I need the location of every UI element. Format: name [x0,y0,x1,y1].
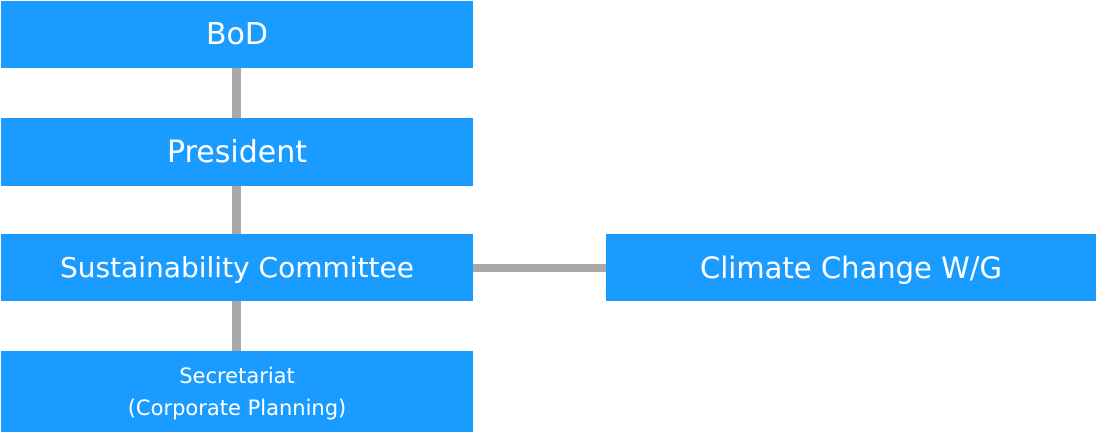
climate-change-wg-label: Climate Change W/G [700,250,1002,285]
connector-president-committee [232,186,241,234]
president-box: President [1,118,473,186]
connector-committee-working-group [473,264,606,272]
sustainability-committee-label: Sustainability Committee [60,251,414,284]
president-label: President [167,134,307,170]
sustainability-committee-box: Sustainability Committee [1,234,473,301]
bod-label: BoD [205,17,269,52]
secretariat-sublabel: (Corporate Planning) [127,395,347,420]
secretariat-label: Secretariat [179,363,295,388]
connector-committee-secretariat [232,301,241,351]
connector-bod-president [232,68,241,118]
bod-box: BoD [1,1,473,68]
secretariat-box: Secretariat (Corporate Planning) [1,351,473,432]
climate-change-wg-box: Climate Change W/G [606,234,1096,301]
